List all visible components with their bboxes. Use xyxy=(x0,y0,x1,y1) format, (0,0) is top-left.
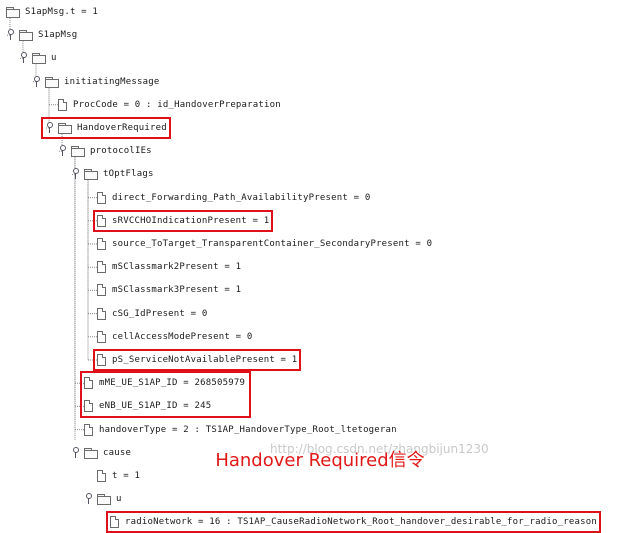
tree-node-csg_id[interactable]: cSG_IdPresent = 0 xyxy=(97,306,208,322)
tree-node-label: pS_ServiceNotAvailablePresent = 1 xyxy=(112,355,298,365)
document-icon xyxy=(84,400,93,413)
folder-icon xyxy=(97,494,111,506)
folder-icon xyxy=(6,7,20,18)
document-icon xyxy=(97,191,106,204)
folder-icon xyxy=(45,76,59,88)
tree-node-cell_access_mode[interactable]: cellAccessModePresent = 0 xyxy=(97,329,252,345)
document-icon xyxy=(97,238,106,250)
expand-toggle-icon[interactable] xyxy=(71,446,81,459)
tree-node-t_opt_flags[interactable]: tOptFlags xyxy=(71,166,154,182)
document-icon xyxy=(97,284,106,297)
document-icon xyxy=(97,214,106,227)
tree-node-label: mSClassmark2Present = 1 xyxy=(112,262,242,273)
tree-node-msclassmark3[interactable]: mSClassmark3Present = 1 xyxy=(97,282,241,298)
tree-connector-lines xyxy=(6,18,97,440)
tree-node-s1apmsg_t[interactable]: S1apMsg.t = 1 xyxy=(6,4,98,20)
tree-node-srvcc_ho[interactable]: sRVCCHOIndicationPresent = 1 xyxy=(97,213,269,229)
highlight-box-ps_service xyxy=(93,349,301,371)
expand-toggle-icon[interactable] xyxy=(19,52,29,64)
tree-node-handover_required[interactable]: HandoverRequired xyxy=(45,120,167,136)
folder-icon xyxy=(84,447,98,459)
tree-node-label: cellAccessModePresent = 0 xyxy=(112,331,253,342)
expand-toggle-icon[interactable] xyxy=(45,122,55,134)
tree-node-label: source_ToTarget_TransparentContainer_Sec… xyxy=(112,239,433,249)
tree-node-label: handoverType = 2 : TS1AP_HandoverType_Ro… xyxy=(99,424,397,435)
tree-node-protocol_ies[interactable]: protocolIEs xyxy=(58,143,152,159)
expand-toggle-icon[interactable] xyxy=(32,75,42,88)
tree-node-label: direct_Forwarding_Path_AvailabilityPrese… xyxy=(112,192,371,203)
folder-icon xyxy=(32,53,46,65)
tree-node-s1apmsg[interactable]: S1apMsg xyxy=(6,27,77,43)
tree-node-direct_forwarding[interactable]: direct_Forwarding_Path_AvailabilityPrese… xyxy=(97,190,370,206)
folder-icon xyxy=(71,146,85,158)
expand-toggle-icon[interactable] xyxy=(58,145,68,157)
tree-node-label: S1apMsg xyxy=(38,30,78,41)
expand-toggle-icon[interactable] xyxy=(71,168,81,180)
tree-node-initiating_message[interactable]: initiatingMessage xyxy=(32,74,160,90)
tree-node-mme_ue_s1ap_id[interactable]: mME_UE_S1AP_ID = 268505979 xyxy=(84,375,245,391)
watermark: http://blog.csdn.net/zhangbijun1230 xyxy=(270,442,489,456)
highlight-box-ue-ids xyxy=(80,371,251,419)
tree-node-handover_type[interactable]: handoverType = 2 : TS1AP_HandoverType_Ro… xyxy=(84,422,397,438)
tree-node-label: tOptFlags xyxy=(103,169,154,180)
highlight-box-srvcc_ho xyxy=(93,209,273,232)
document-icon xyxy=(97,354,106,366)
tree-node-label: ProcCode = 0 : id_HandoverPreparation xyxy=(73,99,281,110)
caption: Handover Required信令 xyxy=(215,450,425,471)
tree-node-label: u xyxy=(116,494,122,505)
tree-node-label: eNB_UE_S1AP_ID = 245 xyxy=(99,401,212,412)
document-icon xyxy=(58,98,67,111)
tree-node-label: HandoverRequired xyxy=(77,123,167,133)
tree-node-proc_code[interactable]: ProcCode = 0 : id_HandoverPreparation xyxy=(58,97,281,113)
document-icon xyxy=(84,377,93,390)
tree-node-label: initiatingMessage xyxy=(64,76,160,87)
tree-node-ps_service[interactable]: pS_ServiceNotAvailablePresent = 1 xyxy=(97,352,297,368)
document-icon xyxy=(84,423,93,436)
tree-node-cause[interactable]: cause xyxy=(71,445,131,461)
expand-toggle-icon[interactable] xyxy=(84,493,94,505)
folder-icon xyxy=(19,30,33,42)
tree-node-cause_u[interactable]: u xyxy=(84,491,122,507)
highlight-box-handover_required xyxy=(41,117,171,139)
document-icon xyxy=(97,261,106,274)
tree-node-enb_ue_s1ap_id[interactable]: eNB_UE_S1AP_ID = 245 xyxy=(84,398,211,414)
tree-node-label: S1apMsg.t = 1 xyxy=(25,7,99,17)
tree-node-label: cause xyxy=(103,447,132,458)
tree-node-label: u xyxy=(51,53,57,64)
folder-icon xyxy=(84,169,98,181)
tree-node-label: protocolIEs xyxy=(90,146,152,157)
tree-node-label: cSG_IdPresent = 0 xyxy=(112,308,208,319)
expand-toggle-icon[interactable] xyxy=(6,29,16,41)
tree-node-label: mME_UE_S1AP_ID = 268505979 xyxy=(99,378,246,389)
tree-node-label: mSClassmark3Present = 1 xyxy=(112,285,242,296)
tree-node-source_to_target[interactable]: source_ToTarget_TransparentContainer_Sec… xyxy=(97,236,432,252)
folder-icon xyxy=(58,123,72,134)
document-icon xyxy=(97,307,106,320)
tree-node-label: sRVCCHOIndicationPresent = 1 xyxy=(112,215,270,226)
highlight-box-radio_network xyxy=(106,511,601,533)
document-icon xyxy=(97,330,106,343)
tree-node-u[interactable]: u xyxy=(19,50,57,66)
tree-node-msclassmark2[interactable]: mSClassmark2Present = 1 xyxy=(97,259,241,275)
